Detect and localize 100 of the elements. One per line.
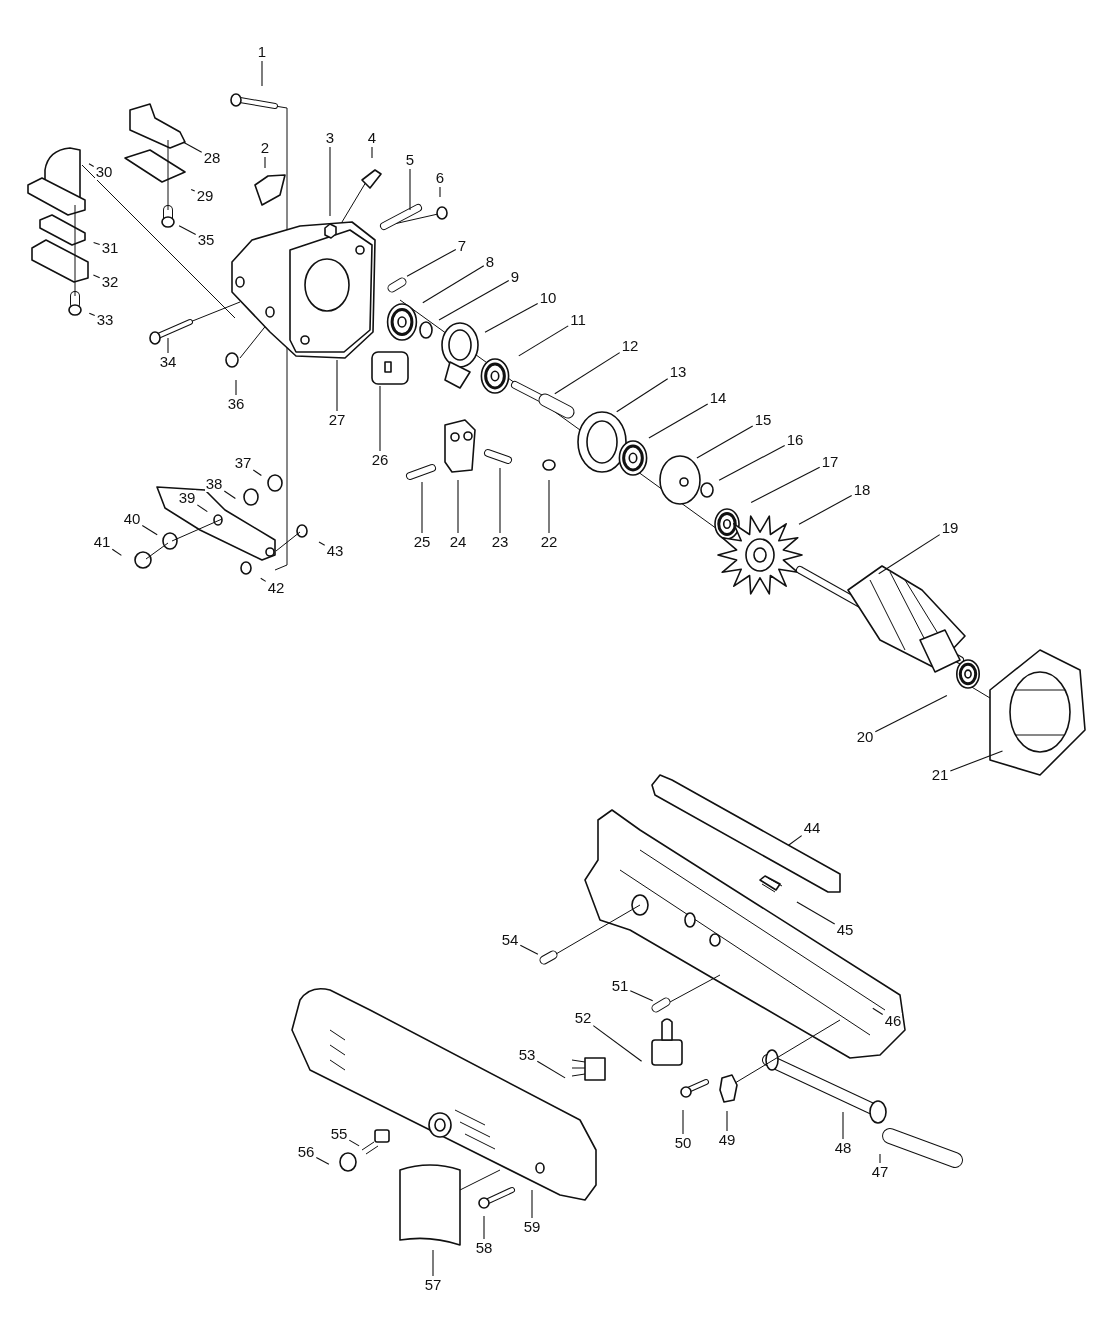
callout-number: 19 [940,520,960,536]
leader-line [554,352,621,395]
leader-line [167,337,169,354]
callout-number: 7 [456,238,468,254]
callout-number: 33 [95,312,115,328]
callout-number: 31 [100,240,120,256]
callout-number: 26 [370,452,390,468]
leader-line [260,577,267,582]
leader-line [264,156,266,169]
leader-line [483,1215,485,1240]
callout-number: 24 [448,534,468,550]
callout-number: 23 [490,534,510,550]
callout-number: 28 [202,150,222,166]
leader-line [499,467,501,534]
callout-number: 21 [930,767,950,783]
callout-number: 27 [327,412,347,428]
leader-line [318,541,326,546]
callout-number: 34 [158,354,178,370]
leader-line [406,248,457,277]
callout-number: 6 [434,170,446,186]
leader-line [531,1189,533,1219]
leader-line [879,1153,881,1164]
leader-line [348,1139,360,1147]
callout-number: 44 [802,820,822,836]
leader-line [111,548,122,556]
leader-line [252,469,262,477]
callout-number: 17 [820,454,840,470]
leader-line [92,274,101,279]
leader-line [182,141,203,153]
callout-number: 3 [324,130,336,146]
callout-number: 29 [195,188,215,204]
callout-number: 51 [610,978,630,994]
callout-number: 15 [753,412,773,428]
callout-number: 1 [256,44,268,60]
callout-number: 13 [668,364,688,380]
leader-line [88,312,96,317]
callout-number: 54 [500,932,520,948]
callout-number: 2 [259,140,271,156]
callout-number: 35 [196,232,216,248]
leader-line [223,490,236,500]
callout-number: 16 [785,432,805,448]
callout-number: 53 [517,1047,537,1063]
callout-number: 20 [855,729,875,745]
callout-number: 10 [538,290,558,306]
callout-number: 38 [204,476,224,492]
callout-number: 8 [484,254,496,270]
leader-line [421,481,423,534]
callout-number: 56 [296,1144,316,1160]
callout-number: 11 [569,312,587,328]
leader-line [548,479,550,534]
leader-line [93,241,101,246]
leader-line [796,901,836,925]
callout-number: 57 [423,1277,443,1293]
leader-line [878,534,941,575]
leader-line [648,403,709,439]
leader-line [141,524,158,536]
leader-line [235,379,237,396]
leader-line [629,990,654,1002]
callout-number: 32 [100,274,120,290]
callout-number: 30 [94,164,114,180]
leader-line [726,1110,728,1132]
leader-line [616,378,669,413]
callout-number: 5 [404,152,416,168]
leader-line [536,1060,566,1079]
leader-line [409,168,411,211]
callout-number: 14 [708,390,728,406]
callout-number: 25 [412,534,432,550]
leader-line [422,265,485,304]
leader-line [371,146,373,159]
callout-number: 18 [852,482,872,498]
leader-line [518,325,569,357]
leader-line [315,1156,330,1165]
leader-line [519,944,539,955]
callout-number: 48 [833,1140,853,1156]
callout-number: 59 [522,1219,542,1235]
callout-number: 58 [474,1240,494,1256]
callout-number: 43 [325,543,345,559]
leader-line [682,1109,684,1135]
callout-number: 41 [92,534,112,550]
leader-line [439,186,441,198]
leader-line [798,495,853,525]
leader-line [379,385,381,452]
leader-line [432,1249,434,1277]
callout-number: 22 [539,534,559,550]
leader-line [872,1007,884,1016]
callout-number: 37 [233,455,253,471]
leader-line [178,225,197,236]
leader-line [750,466,821,503]
callout-number: 45 [835,922,855,938]
leader-line [457,479,459,534]
callout-number: 42 [266,580,286,596]
leader-line [842,1111,844,1140]
callout-number: 55 [329,1126,349,1142]
leader-line [949,750,1004,772]
leader-line [190,188,196,192]
leader-line [261,60,263,87]
leader-line [88,163,95,167]
callout-number: 9 [509,269,521,285]
callout-number: 50 [673,1135,693,1151]
callout-number: 12 [620,338,640,354]
